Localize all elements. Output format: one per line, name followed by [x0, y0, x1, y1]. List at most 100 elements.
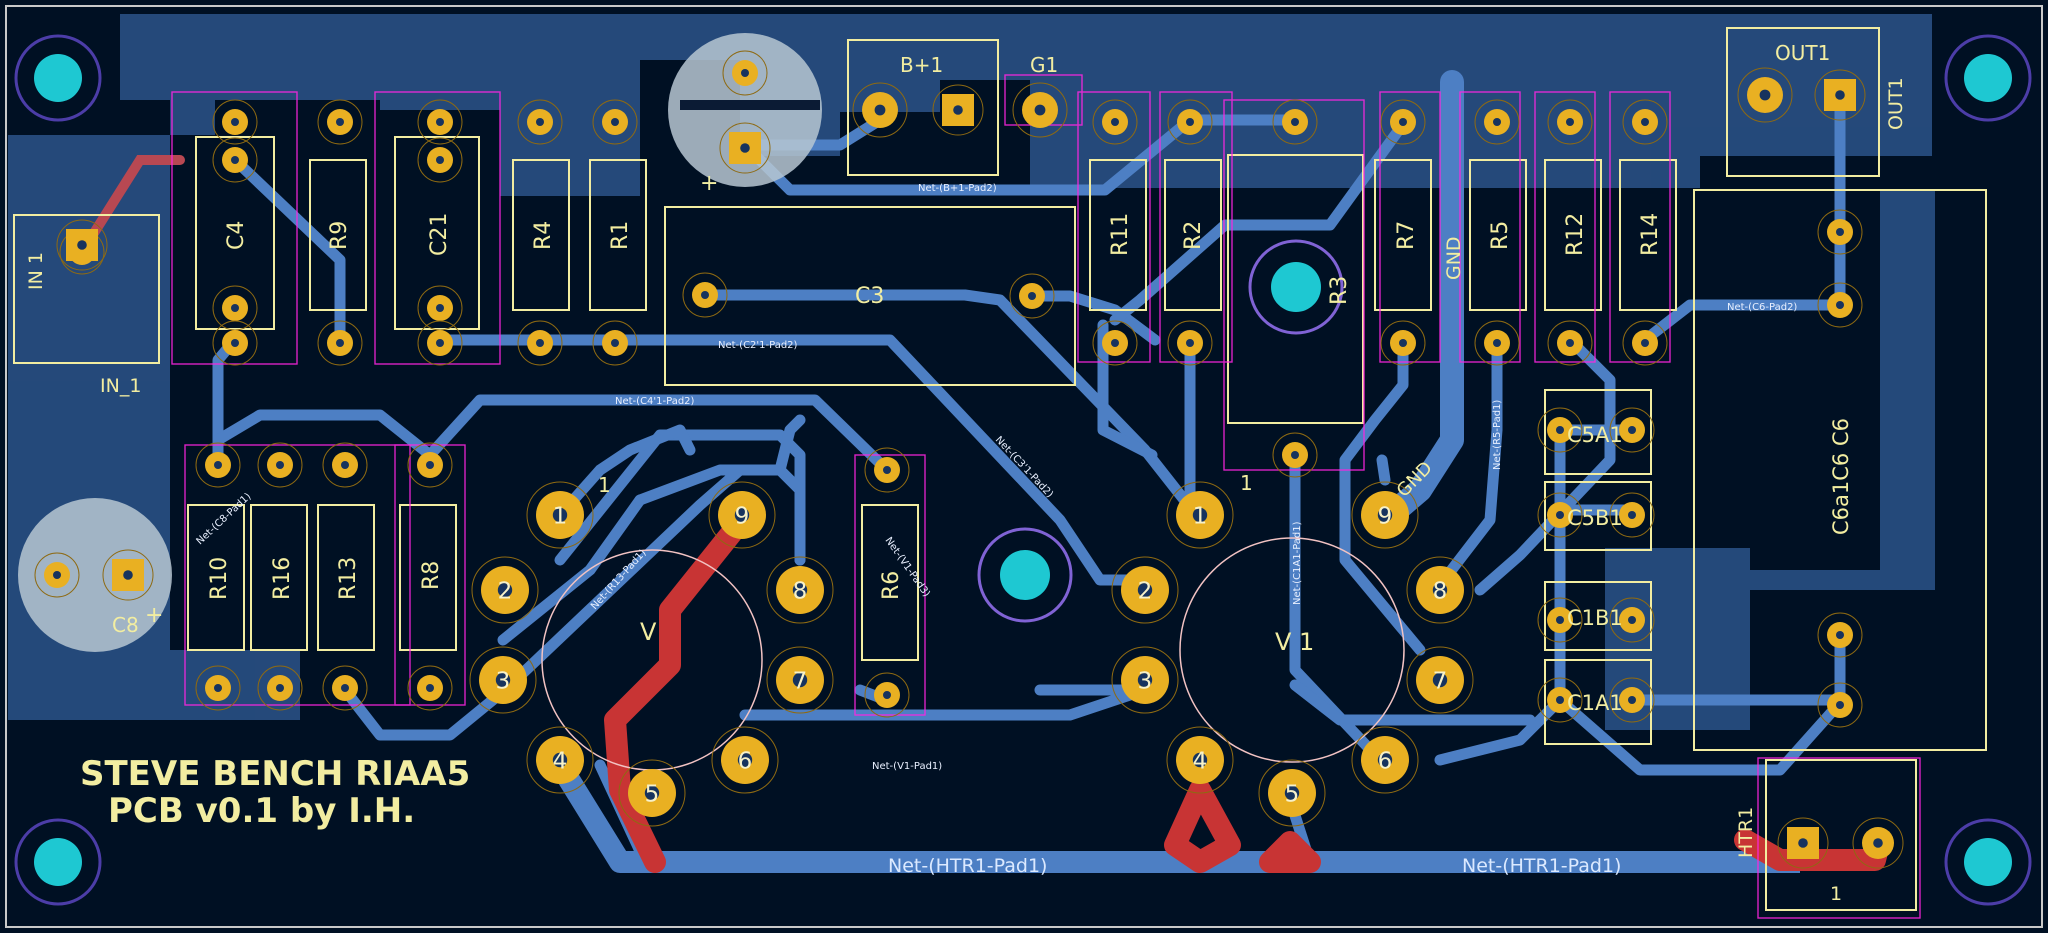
- tube-v2-pin-8[interactable]: 8: [766, 556, 834, 624]
- pad-23[interactable]: [1474, 320, 1520, 366]
- pad-17[interactable]: [1167, 320, 1213, 366]
- pad-5[interactable]: [317, 320, 363, 366]
- pad-43[interactable]: [1817, 682, 1863, 728]
- net-label-gnd-trunk: GND: [1443, 236, 1465, 280]
- ref-c4: C4: [224, 221, 249, 250]
- square-pad-4[interactable]: [719, 122, 771, 174]
- square-pad-1[interactable]: [932, 84, 984, 136]
- tube-v1-pin-6[interactable]: 6: [1351, 726, 1419, 794]
- ref-in1: IN_1: [100, 375, 141, 397]
- pad-32[interactable]: [195, 665, 241, 711]
- pad-2[interactable]: [212, 285, 258, 331]
- ref-out1: OUT1: [1775, 41, 1830, 65]
- pad-50[interactable]: [1537, 677, 1583, 723]
- tube-v2-pin-4[interactable]: 4: [526, 726, 594, 794]
- pad-40[interactable]: [1817, 209, 1863, 255]
- pad-48[interactable]: [1537, 597, 1583, 643]
- ref-b-plus-1: B+1: [900, 53, 943, 77]
- net-label-c1a-pad1: Net-(C1A1-Pad1): [1292, 521, 1303, 605]
- pad-13[interactable]: [592, 320, 638, 366]
- square-pad-3[interactable]: [102, 549, 154, 601]
- pad-4[interactable]: [317, 99, 363, 145]
- pad-31[interactable]: [407, 442, 453, 488]
- tube-v2-pin-9[interactable]: 9: [708, 481, 776, 549]
- pad-g1[interactable]: [1012, 82, 1068, 138]
- pad-out1-2[interactable]: [1737, 67, 1793, 123]
- pad-10[interactable]: [517, 99, 563, 145]
- pad-6[interactable]: [417, 99, 463, 145]
- pad-8[interactable]: [417, 285, 463, 331]
- pad-44[interactable]: [1537, 407, 1583, 453]
- tube-v2-pin-5-number: 5: [645, 781, 660, 807]
- pad-0[interactable]: [212, 99, 258, 145]
- pad-30[interactable]: [322, 442, 368, 488]
- pad-46[interactable]: [1537, 492, 1583, 538]
- tube-v1-pin-1[interactable]: 1: [1166, 481, 1234, 549]
- pad-18[interactable]: [1272, 99, 1318, 145]
- pad-htr1-2[interactable]: [1852, 817, 1904, 869]
- pad-b-plus-2[interactable]: [852, 82, 908, 138]
- tube-v2-pin-1[interactable]: 1: [526, 481, 594, 549]
- pad-28[interactable]: [195, 442, 241, 488]
- silkscreen-labels: IN_1 IN 1 C4 R9 C21 R4 R1 C3 B+1 G1 R11 …: [25, 41, 1907, 905]
- pad-39[interactable]: [1009, 273, 1055, 319]
- pad-36[interactable]: [864, 447, 910, 493]
- pad-33[interactable]: [257, 665, 303, 711]
- tube-v1-pin-7[interactable]: 7: [1406, 646, 1474, 714]
- pad-24[interactable]: [1547, 99, 1593, 145]
- pad-1[interactable]: [212, 137, 258, 183]
- tube-v2-pin-5[interactable]: 5: [618, 759, 686, 827]
- tube-v2-pin-7[interactable]: 7: [766, 646, 834, 714]
- pad-20[interactable]: [1380, 99, 1426, 145]
- pad-41[interactable]: [1817, 282, 1863, 328]
- pad-16[interactable]: [1167, 99, 1213, 145]
- pad-51[interactable]: [1609, 677, 1655, 723]
- pad-12[interactable]: [592, 99, 638, 145]
- mounting-holes: [14, 34, 2032, 906]
- tube-v1-pin-8[interactable]: 8: [1406, 556, 1474, 624]
- pad-3[interactable]: [212, 320, 258, 366]
- pad-38[interactable]: [682, 272, 728, 318]
- pad-25[interactable]: [1547, 320, 1593, 366]
- pad-53[interactable]: [34, 552, 80, 598]
- tube-v2-pin-6[interactable]: 6: [711, 726, 779, 794]
- tube-v2-pin-2[interactable]: 2: [471, 556, 539, 624]
- tube-v1-pin-2-number: 2: [1138, 578, 1153, 604]
- pad-15[interactable]: [1092, 320, 1138, 366]
- pad-14[interactable]: [1092, 99, 1138, 145]
- pad-19[interactable]: [1272, 432, 1318, 478]
- tube-v1-pin-3[interactable]: 3: [1111, 646, 1179, 714]
- pad-29[interactable]: [257, 442, 303, 488]
- tube-v1-pin-6-number: 6: [1378, 748, 1393, 774]
- ref-r16: R16: [270, 557, 295, 600]
- pad-42[interactable]: [1817, 612, 1863, 658]
- square-pad-5[interactable]: [1777, 817, 1829, 869]
- pad-34[interactable]: [322, 665, 368, 711]
- pad-11[interactable]: [517, 320, 563, 366]
- pad-9[interactable]: [417, 320, 463, 366]
- pad-22[interactable]: [1474, 99, 1520, 145]
- tube-v1-pin-4[interactable]: 4: [1166, 726, 1234, 794]
- ref-r6: R6: [879, 571, 904, 600]
- pad-37[interactable]: [864, 672, 910, 718]
- ref-r12: R12: [1563, 213, 1588, 256]
- pad-35[interactable]: [407, 665, 453, 711]
- pad-54[interactable]: [722, 50, 768, 96]
- capacitor-c8-outline: [18, 498, 172, 652]
- ref-c5b1: C5B1: [1567, 506, 1623, 530]
- tube-v1-pin-9[interactable]: 9: [1351, 481, 1419, 549]
- pad-27[interactable]: [1622, 320, 1668, 366]
- tube-v1-pin-5[interactable]: 5: [1258, 759, 1326, 827]
- pad-26[interactable]: [1622, 99, 1668, 145]
- pad-49[interactable]: [1609, 597, 1655, 643]
- pad-47[interactable]: [1609, 492, 1655, 538]
- pad-45[interactable]: [1609, 407, 1655, 453]
- tube-v2-pin-3[interactable]: 3: [469, 646, 537, 714]
- square-pad-0[interactable]: [56, 219, 108, 271]
- pad-7[interactable]: [417, 137, 463, 183]
- square-pad-2[interactable]: [1814, 69, 1866, 121]
- mounting-hole-top-left: [14, 34, 102, 122]
- tube-v1-pin-2[interactable]: 2: [1111, 556, 1179, 624]
- pad-21[interactable]: [1380, 320, 1426, 366]
